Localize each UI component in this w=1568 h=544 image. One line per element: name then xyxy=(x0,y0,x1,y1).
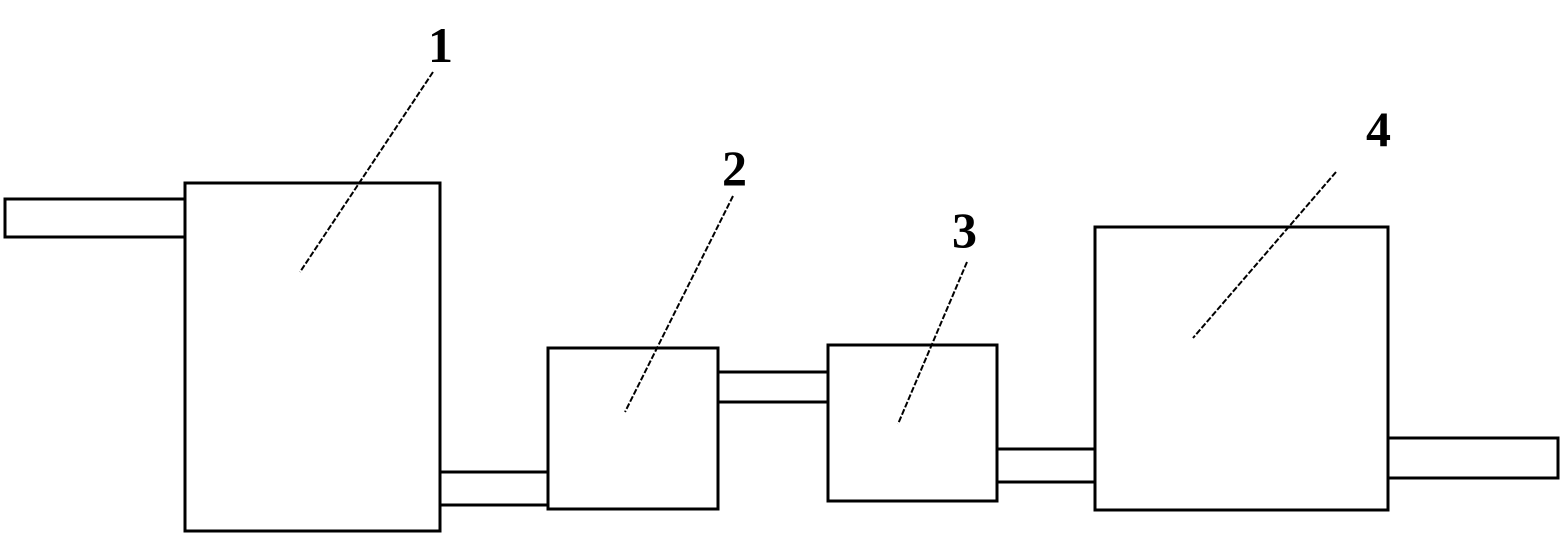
label-1: 1 xyxy=(428,17,453,73)
component-3-box xyxy=(826,343,999,503)
leader-line-4 xyxy=(1192,171,1337,339)
component-4-box xyxy=(1093,225,1390,512)
label-4: 4 xyxy=(1366,101,1391,157)
pipe-2-to-3 xyxy=(716,370,830,404)
pipe-3-to-4 xyxy=(995,447,1099,484)
inlet-pipe xyxy=(3,197,187,239)
outlet-pipe xyxy=(1386,436,1560,480)
leader-line-3 xyxy=(897,261,968,425)
component-2-box xyxy=(546,346,720,511)
leader-line-1 xyxy=(299,71,434,273)
label-3: 3 xyxy=(952,202,977,258)
label-2: 2 xyxy=(722,140,747,196)
leader-line-2 xyxy=(624,195,734,413)
pipe-1-to-2 xyxy=(438,470,552,507)
component-1-box xyxy=(183,181,442,533)
